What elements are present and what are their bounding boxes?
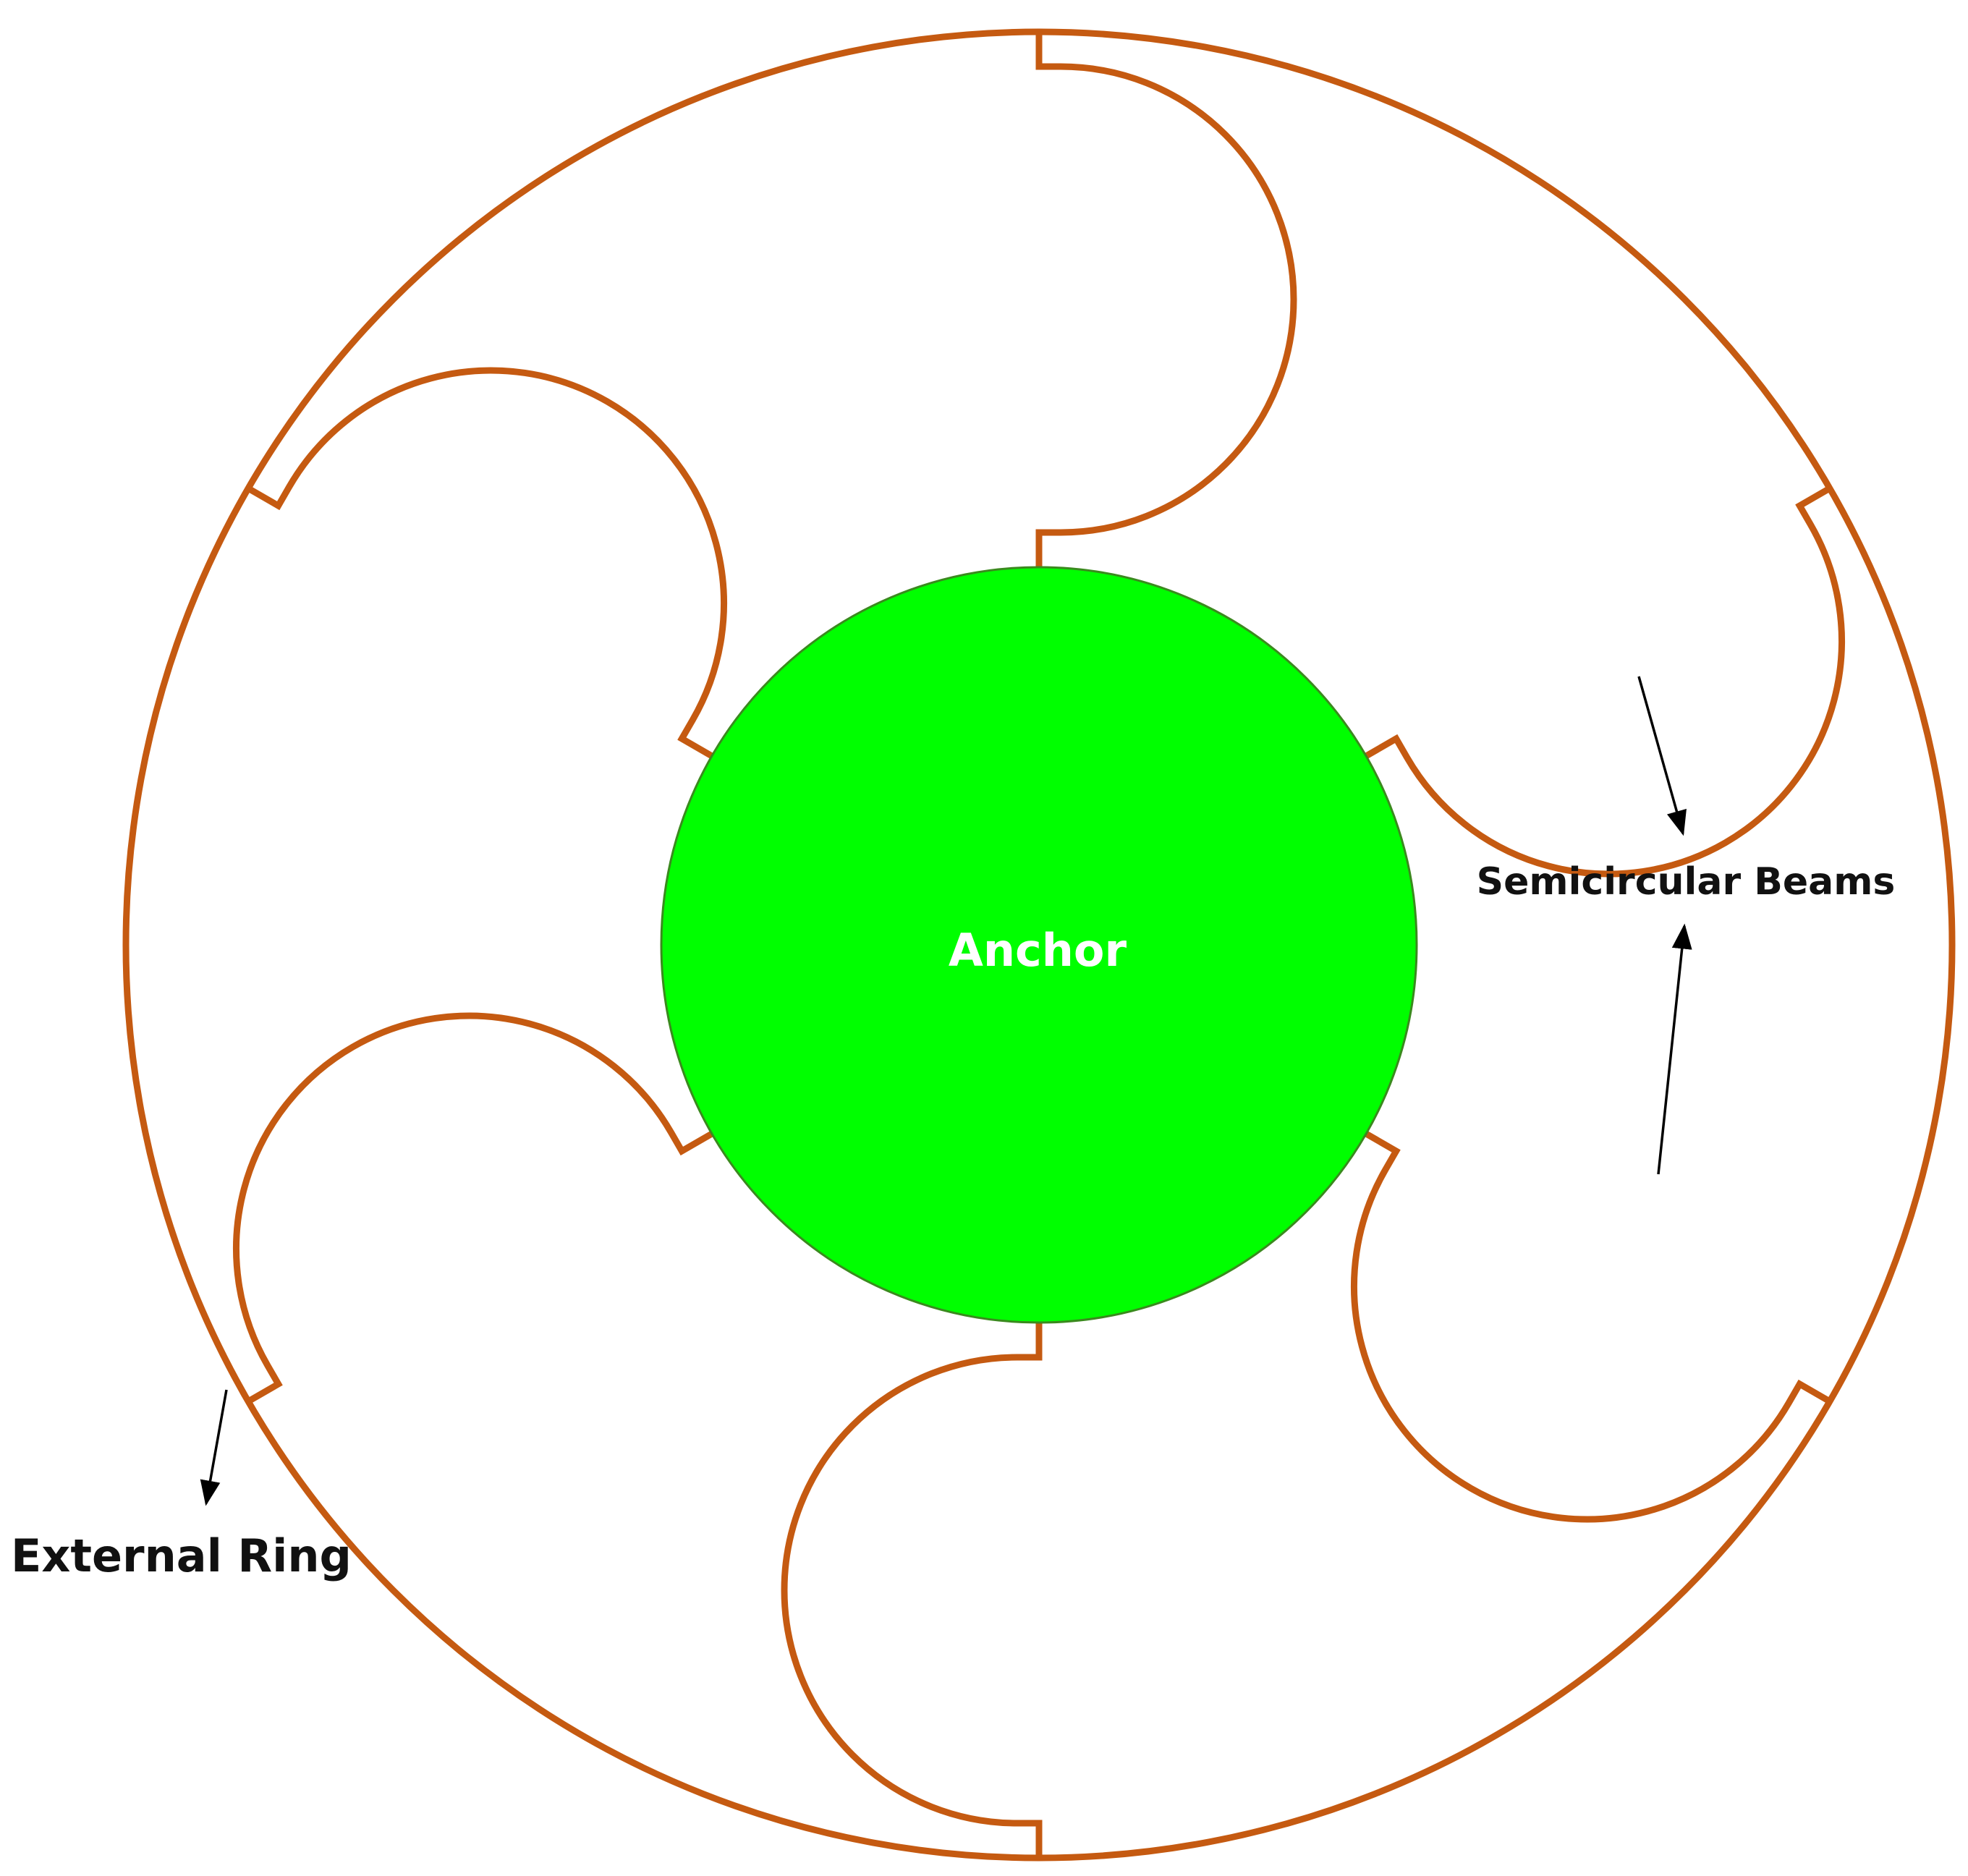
semicircular-beam — [1364, 485, 1845, 878]
semicircular-beams — [233, 32, 1845, 1858]
beams-arrow-lower — [1657, 923, 1692, 1175]
anchor-label: Anchor — [949, 924, 1127, 977]
semicircular-beam — [246, 367, 727, 759]
semicircular-beam — [1351, 1131, 1832, 1523]
anchor-disc — [660, 566, 1418, 1324]
semicircular-beam — [233, 1012, 714, 1404]
beams-arrow-upper — [1637, 676, 1687, 836]
semicircular-beam — [781, 1323, 1043, 1858]
semicircular-beam — [1035, 32, 1297, 567]
semicircular-beams-label: Semicircular Beams — [1477, 860, 1896, 904]
external-ring-label: External Ring — [11, 1529, 352, 1582]
ring-arrow — [200, 1389, 228, 1506]
